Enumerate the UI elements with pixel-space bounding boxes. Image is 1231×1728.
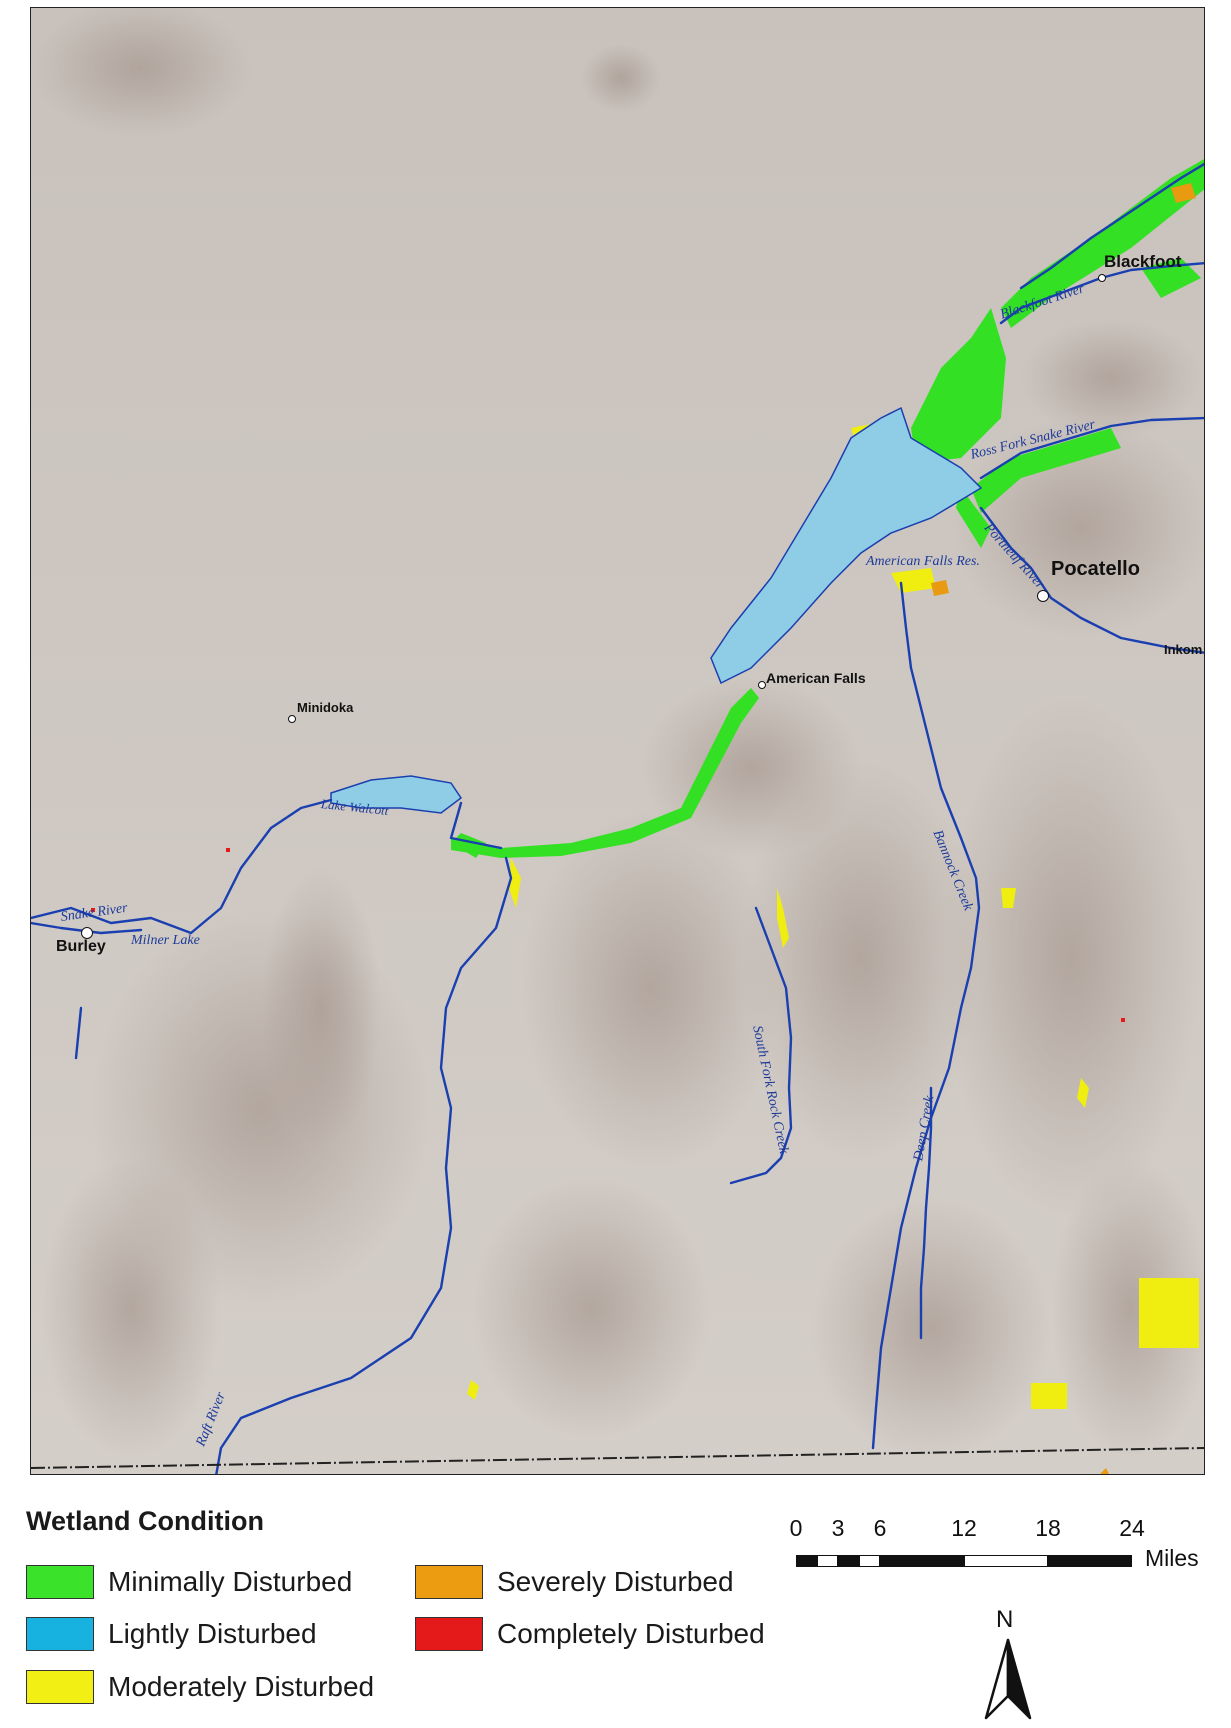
- scale-tick-18: 18: [1035, 1515, 1061, 1541]
- legend-item-moderately-disturbed: Moderately Disturbed: [26, 1670, 374, 1704]
- american-falls-marker: [758, 681, 766, 689]
- legend-label: Minimally Disturbed: [108, 1566, 353, 1597]
- water-label-american-falls-res: American Falls Res.: [866, 554, 980, 569]
- legend-label: Completely Disturbed: [497, 1618, 765, 1649]
- legend-swatch-minimally-disturbed: [26, 1565, 94, 1599]
- deep-creek-line: [919, 1086, 933, 1340]
- water-label-milner-lake: Milner Lake: [131, 933, 200, 948]
- pocatello-marker: [1037, 590, 1049, 602]
- south-fork-rock-creek-line: [729, 906, 793, 1185]
- wetland-complete: [91, 848, 1125, 1022]
- hillshade-mountains: [31, 8, 1204, 1458]
- scale-segment: [880, 1555, 964, 1567]
- legend-item-minimally-disturbed: Minimally Disturbed: [26, 1565, 352, 1599]
- north-arrow-icon: [984, 1638, 1032, 1720]
- city-label-inkom: Inkom: [1164, 642, 1203, 657]
- legend-label: Moderately Disturbed: [108, 1671, 375, 1702]
- scale-tick-12: 12: [951, 1515, 977, 1541]
- city-label-minidoka: Minidoka: [297, 700, 354, 715]
- scale-tick-3: 3: [831, 1515, 845, 1541]
- city-label-blackfoot: Blackfoot: [1104, 252, 1182, 271]
- legend-label: Severely Disturbed: [497, 1566, 734, 1597]
- raft-river-line: [215, 856, 513, 1474]
- american-falls-reservoir-shape: [710, 406, 983, 685]
- scale-segment: [838, 1555, 859, 1567]
- legend-swatch-severely-disturbed: [415, 1565, 483, 1599]
- scale-segment: [964, 1555, 1048, 1567]
- city-label-pocatello: Pocatello: [1051, 558, 1140, 580]
- legend-item-completely-disturbed: Completely Disturbed: [415, 1617, 765, 1651]
- scale-segment: [1048, 1555, 1132, 1567]
- scale-segment: [859, 1555, 880, 1567]
- scale-tick-24: 24: [1119, 1515, 1145, 1541]
- wetland-severe: [931, 183, 1196, 1474]
- city-label-burley: Burley: [56, 938, 106, 955]
- map-canvas[interactable]: [31, 8, 1205, 1475]
- legend-label: Lightly Disturbed: [108, 1618, 317, 1649]
- minidoka-marker: [288, 715, 296, 723]
- legend-swatch-completely-disturbed: [415, 1617, 483, 1651]
- portneuf-river-line: [979, 506, 1204, 654]
- legend-title: Wetland Condition: [26, 1506, 264, 1536]
- state-border-line: [31, 1447, 1204, 1469]
- snake-river-line: [31, 798, 333, 935]
- blackfoot-marker: [1098, 274, 1106, 282]
- north-letter: N: [996, 1606, 1014, 1633]
- scale-segment: [817, 1555, 838, 1567]
- map-frame[interactable]: Blackfoot Pocatello Inkom American Falls…: [30, 7, 1205, 1475]
- scale-segment: [796, 1555, 817, 1567]
- city-label-american-falls: American Falls: [766, 670, 866, 686]
- burley-marker: [81, 927, 93, 939]
- wetland-minimal: [451, 159, 1204, 858]
- scale-tick-0: 0: [789, 1515, 803, 1541]
- legend-item-lightly-disturbed: Lightly Disturbed: [26, 1617, 317, 1651]
- scale-tick-6: 6: [873, 1515, 887, 1541]
- lake-walcott-shape: [330, 775, 463, 814]
- bannock-creek-line: [871, 581, 981, 1450]
- legend-swatch-lightly-disturbed: [26, 1617, 94, 1651]
- scale-unit: Miles: [1145, 1545, 1199, 1571]
- legend-swatch-moderately-disturbed: [26, 1670, 94, 1704]
- legend-item-severely-disturbed: Severely Disturbed: [415, 1565, 734, 1599]
